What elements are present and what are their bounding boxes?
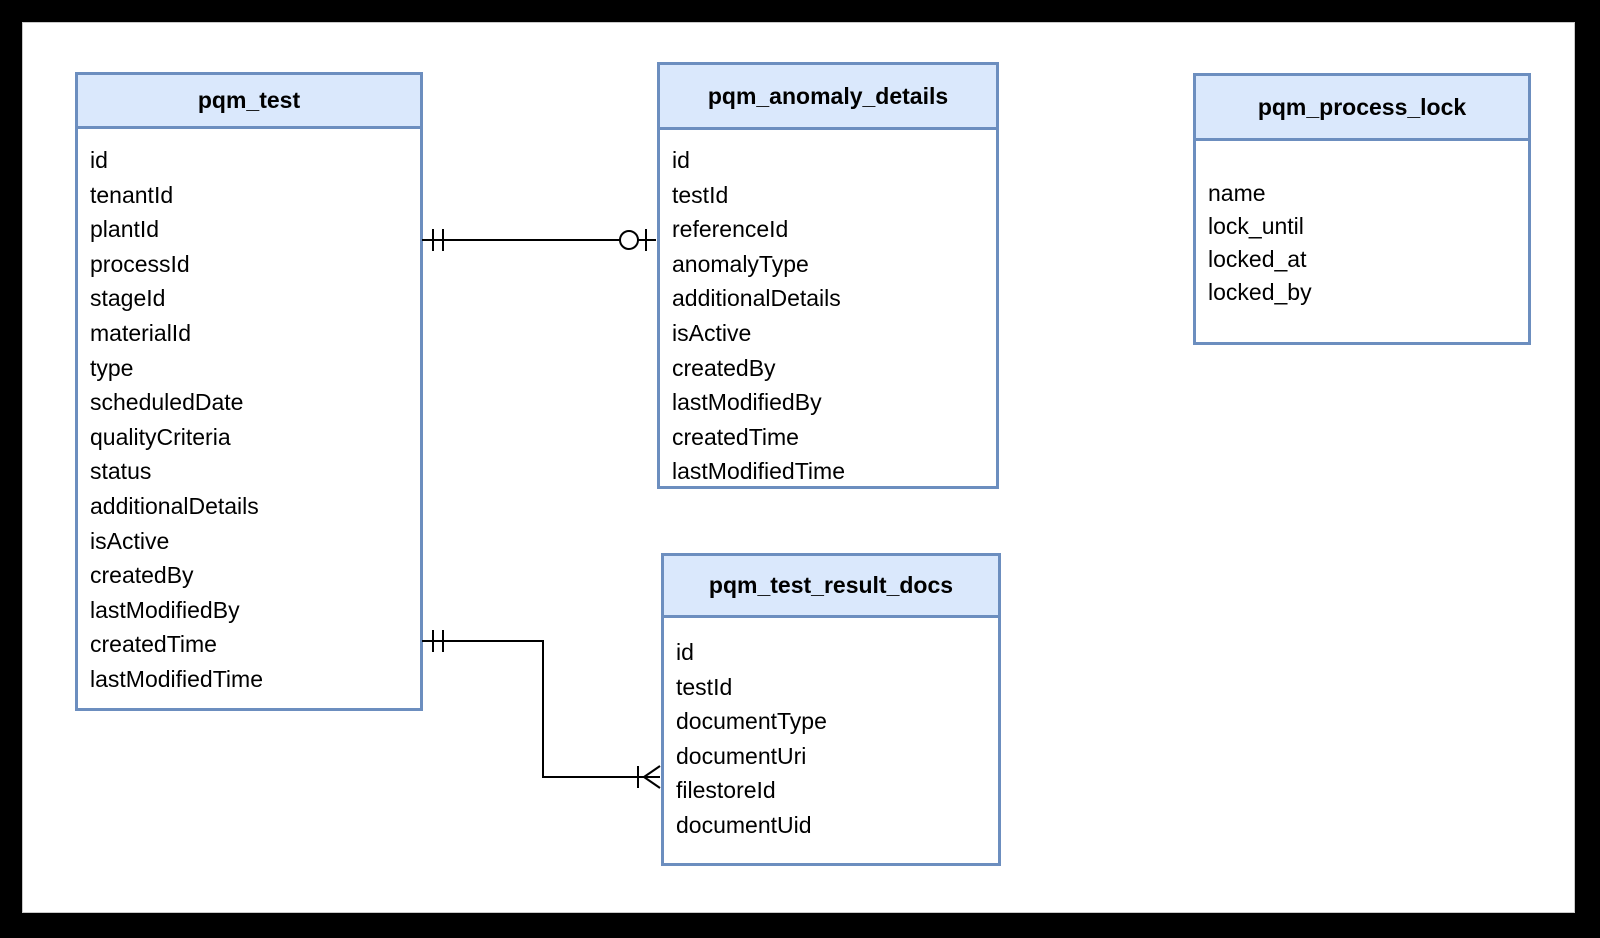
field-row: documentType [676, 708, 827, 735]
field-row: anomalyType [672, 250, 809, 277]
field-row: scheduledDate [90, 389, 244, 416]
entity-pqm-test-title: pqm_test [78, 75, 420, 129]
field-row: referenceId [672, 216, 789, 243]
field-row: plantId [90, 216, 160, 243]
field-row: locked_by [1208, 279, 1312, 305]
field-row: tenantId [90, 181, 174, 208]
field-row: lastModifiedBy [90, 596, 240, 623]
entity-pqm-process-lock-fields: name lock_until locked_at locked_by [1196, 141, 1528, 309]
field-row: createdTime [90, 631, 217, 658]
field-row: testId [676, 673, 733, 700]
entity-pqm-test[interactable]: pqm_test id tenantId plantId processId stage… [75, 72, 423, 711]
field-row: testId [672, 181, 729, 208]
entity-pqm-process-lock-title: pqm_process_lock [1196, 76, 1528, 141]
field-row: createdTime [672, 423, 799, 450]
field-row: lastModifiedTime [672, 458, 845, 485]
entity-pqm-test-result-docs[interactable]: pqm_test_result_docs id testId documentTyp… [661, 553, 1001, 866]
field-row: locked_at [1208, 246, 1307, 272]
entity-pqm-anomaly-details-title: pqm_anomaly_details [660, 65, 996, 130]
field-row: documentUri [676, 742, 807, 769]
field-row: isActive [672, 319, 752, 346]
field-row: id [90, 147, 108, 173]
field-row: documentUid [676, 811, 812, 838]
field-row: createdBy [90, 562, 194, 589]
field-row: additionalDetails [672, 285, 841, 312]
field-row: isActive [90, 527, 170, 554]
field-row: name [1208, 180, 1266, 206]
field-row: additionalDetails [90, 492, 259, 519]
diagram-canvas: pqm_test id tenantId plantId processId stage… [22, 22, 1575, 913]
field-row: createdBy [672, 354, 776, 381]
field-row: stageId [90, 285, 166, 312]
field-row: type [90, 354, 134, 381]
field-row: lock_until [1208, 213, 1304, 239]
entity-pqm-process-lock[interactable]: pqm_process_lock name lock_until locked_at… [1193, 73, 1531, 345]
field-row: lastModifiedBy [672, 389, 822, 416]
field-row: materialId [90, 319, 191, 346]
field-row: qualityCriteria [90, 423, 231, 450]
entity-pqm-test-fields: id tenantId plantId processId stageId materia… [78, 129, 420, 697]
field-row: lastModifiedTime [90, 665, 263, 692]
field-row: id [676, 639, 694, 665]
entity-pqm-test-result-docs-title: pqm_test_result_docs [664, 556, 998, 618]
entity-pqm-test-result-docs-fields: id testId documentType documentUri filestore… [664, 618, 998, 843]
field-row: id [672, 147, 690, 173]
entity-pqm-anomaly-details[interactable]: pqm_anomaly_details id testId referenceId a… [657, 62, 999, 489]
field-row: filestoreId [676, 777, 776, 804]
field-row: processId [90, 250, 190, 277]
entity-pqm-anomaly-details-fields: id testId referenceId anomalyType additional… [660, 130, 996, 489]
field-row: status [90, 458, 152, 485]
